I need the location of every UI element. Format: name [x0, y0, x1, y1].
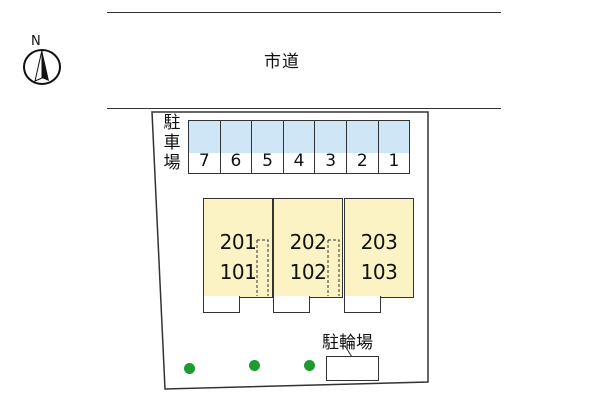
entrance-step [273, 296, 310, 313]
unit-block: 203 103 [344, 198, 414, 298]
bicycle-parking-label: 駐輪場 [322, 333, 373, 353]
unit-lower-number: 103 [360, 260, 398, 284]
road-top-edge [107, 12, 501, 13]
compass-letter: N [31, 34, 41, 49]
parking-space: 4 [282, 120, 316, 174]
parking-label: 駐車場 [163, 113, 181, 173]
road-label: 市道 [264, 52, 300, 72]
unit-upper-number: 203 [360, 230, 398, 254]
parking-area: 7 6 5 4 3 2 1 [188, 120, 411, 174]
compass-needle-right [42, 50, 49, 81]
road-bottom-edge [107, 108, 501, 109]
entrance-step [344, 296, 381, 313]
unit-upper-number: 202 [289, 230, 327, 254]
parking-space: 7 [188, 120, 221, 174]
parking-space-number: 2 [356, 151, 368, 171]
unit-block: 201 101 [203, 198, 273, 298]
parking-space-number: 6 [230, 151, 242, 171]
parking-space-number: 7 [198, 151, 210, 171]
parking-space-number: 4 [293, 151, 305, 171]
tree-icon [304, 360, 315, 371]
parking-space: 2 [345, 120, 379, 174]
north-arrow-icon: N [23, 34, 61, 85]
parking-space-number: 5 [262, 151, 273, 171]
unit-lower-number: 101 [219, 260, 257, 284]
tree-icon [184, 363, 195, 374]
parking-space: 3 [314, 120, 347, 174]
tree-icon [249, 360, 260, 371]
bicycle-parking-area [326, 356, 379, 381]
parking-space-number: 1 [388, 151, 400, 171]
unit-block: 202 102 [273, 198, 343, 298]
parking-space: 1 [377, 120, 411, 174]
parking-space-number: 3 [325, 151, 337, 171]
parking-space: 6 [219, 120, 253, 174]
parking-space: 5 [251, 120, 284, 174]
unit-lower-number: 102 [289, 260, 327, 284]
entrance-step [203, 296, 240, 313]
unit-upper-number: 201 [219, 230, 257, 254]
